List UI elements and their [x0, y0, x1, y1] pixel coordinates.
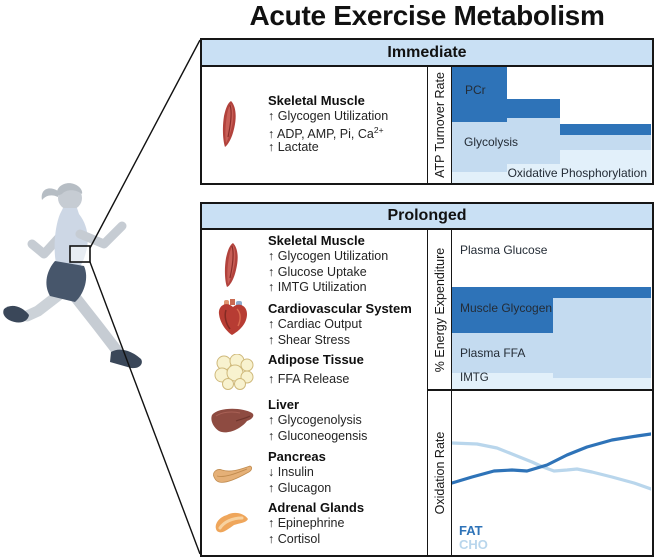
fat-curve: [452, 431, 651, 485]
glycolysis-label: Glycolysis: [464, 135, 519, 149]
organ-name: Cardiovascular System: [268, 301, 412, 316]
energy-axis-label: % Energy Expenditure: [432, 247, 447, 372]
runner-figure: [3, 183, 142, 369]
prolonged-header: Prolonged: [202, 204, 652, 230]
oxphos-band: [452, 172, 507, 183]
callout-line-top: [89, 39, 201, 249]
pcr-band: [452, 67, 507, 122]
callout-zoom-square: [69, 245, 91, 263]
cho-legend-label: CHO: [459, 537, 488, 552]
plasma-ffa-band: [553, 298, 651, 378]
imtg-label: IMTG: [460, 372, 489, 384]
skeletal-muscle-icon: [224, 243, 238, 287]
cho-curve: [452, 440, 651, 491]
glycolysis-band: [452, 122, 507, 172]
atp-axis-label: ATP Turnover Rate: [432, 72, 447, 178]
organ-effect: ↑ ADP, AMP, Pi, Ca2+: [268, 124, 384, 141]
superscript: 2+: [373, 124, 384, 135]
atp-turnover-chart: PCr Glycolysis Oxidative Phosphorylation: [452, 67, 651, 183]
organ-effect: ↑ Glycogenolysis: [268, 413, 362, 427]
organ-effect: ↓ Insulin: [268, 465, 314, 479]
runner-front-arm: [75, 221, 127, 249]
oxidation-chart-svg: [452, 431, 651, 491]
organ-effect: ↑ Cardiac Output: [268, 317, 362, 331]
organ-effect: ↑ Glucose Uptake: [268, 264, 367, 279]
organ-name: Skeletal Muscle: [268, 233, 365, 248]
pcr-band: [560, 124, 651, 135]
runner-hair: [56, 183, 83, 196]
runner-front-leg: [70, 292, 124, 358]
fat-legend-label: FAT: [459, 522, 483, 538]
organ-effect: ↑ Epinephrine: [268, 516, 345, 530]
organ-effect: ↑ Glycogen Utilization: [268, 249, 389, 263]
oxidation-axis-label: Oxidation Rate: [432, 431, 447, 515]
prolonged-organ-cell: Skeletal Muscle ↑ Glycogen Utilization ↑…: [202, 230, 428, 555]
organ-name: Adipose Tissue: [268, 352, 364, 367]
pcr-label: PCr: [465, 83, 486, 97]
organ-effect: ↑ Cortisol: [268, 531, 321, 546]
oxphos-band: [507, 164, 560, 183]
oxphos-label: Oxidative Phosphorylation: [507, 166, 647, 180]
organ-name: Skeletal Muscle: [268, 93, 365, 108]
skeletal-muscle-icon: [222, 101, 236, 147]
organ-effect: ↑ IMTG Utilization: [268, 280, 367, 294]
oxidation-legend: FAT CHO: [459, 522, 488, 553]
plasma-ffa-band: [452, 333, 553, 373]
figure-title: Acute Exercise Metabolism: [249, 0, 605, 31]
heart-icon: [218, 299, 247, 335]
immediate-organ-cell: Skeletal Muscle ↑ Glycogen Utilization ↑…: [202, 67, 428, 183]
pancreas-icon: [213, 465, 253, 483]
liver-icon: [211, 408, 254, 433]
muscle-glycogen-band: [452, 287, 553, 333]
chart-divider: [427, 389, 652, 391]
runner-rear-leg: [21, 288, 66, 322]
oxidation-rate-chart: FAT CHO: [452, 390, 651, 555]
muscle-glycogen-label: Muscle Glycogen: [460, 301, 553, 315]
runner-rear-shoe: [3, 305, 29, 323]
organ-effect: ↑ Lactate: [268, 140, 319, 154]
runner-shorts: [46, 261, 87, 302]
organ-effect: ↑ Glucagon: [268, 480, 332, 495]
atp-axis-cell: ATP Turnover Rate: [429, 67, 452, 183]
organ-effect: ↑ FFA Release: [268, 372, 350, 386]
organ-effect: ↑ Shear Stress: [268, 332, 350, 347]
oxphos-band: [560, 150, 651, 183]
organ-name: Adrenal Glands: [268, 500, 365, 515]
runner-ponytail: [41, 188, 58, 200]
prolonged-panel: Prolonged Skeletal Muscle ↑ Glycogen Uti…: [200, 202, 654, 557]
organ-effect: ↑ Glycogen Utilization: [268, 109, 389, 123]
adipose-tissue-icon: [214, 354, 254, 390]
plasma-glucose-label: Plasma Glucose: [460, 243, 548, 257]
plasma-ffa-label: Plasma FFA: [460, 346, 526, 360]
organ-name: Pancreas: [268, 449, 326, 464]
pcr-band: [507, 99, 560, 118]
glycolysis-band: [560, 135, 651, 150]
adrenal-gland-icon: [215, 512, 248, 533]
organ-name: Liver: [268, 397, 300, 412]
glycolysis-band: [507, 118, 560, 164]
oxidation-axis-cell: Oxidation Rate: [429, 390, 452, 555]
callout-line-bottom: [89, 261, 201, 555]
organ-effect: ↑ Gluconeogensis: [268, 428, 368, 443]
energy-expenditure-chart: Plasma Glucose Muscle Glycogen Plasma FF…: [452, 230, 651, 389]
energy-axis-cell: % Energy Expenditure: [429, 230, 452, 389]
immediate-header: Immediate: [202, 40, 652, 67]
imtg-band: [452, 373, 553, 389]
immediate-panel: Immediate Skeletal Muscle ↑ Glycogen Uti…: [200, 38, 654, 185]
imtg-band: [553, 378, 651, 389]
